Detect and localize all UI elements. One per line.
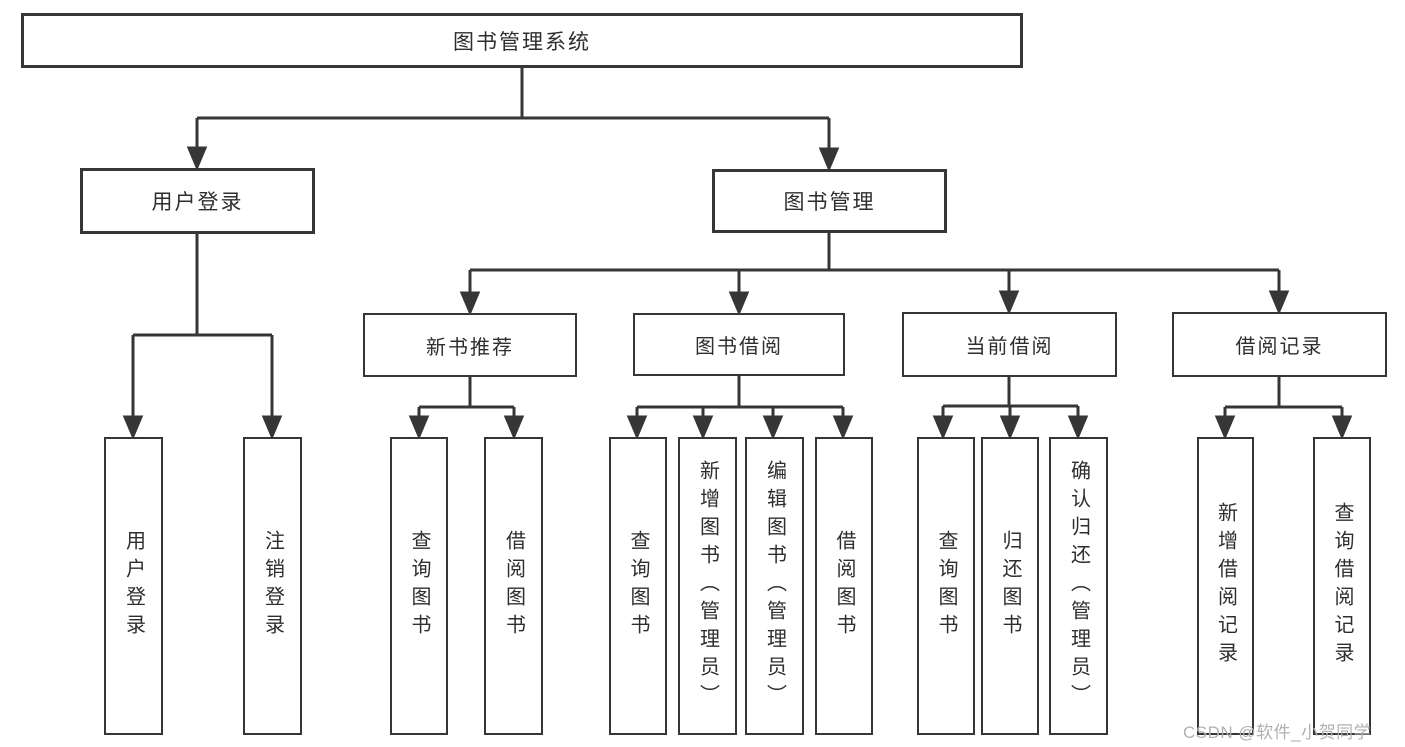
node-borrowing-records: 借阅记录 xyxy=(1172,312,1387,377)
node-current-borrowing: 当前借阅 xyxy=(902,312,1117,377)
leaf-confirm-return-admin-label: 确认归还（管理员） xyxy=(1067,460,1090,712)
node-new-book-recommend: 新书推荐 xyxy=(363,313,577,377)
leaf-borrow-books-label: 借阅图书 xyxy=(833,530,855,642)
node-user-login-label: 用户登录 xyxy=(151,191,244,214)
connector-borrowing-records-to-leaves xyxy=(1214,377,1353,440)
leaf-query-books-recommend-label: 查询图书 xyxy=(408,530,430,642)
leaf-edit-books-admin: 编辑图书（管理员） xyxy=(745,437,804,735)
leaf-query-books-recommend: 查询图书 xyxy=(390,437,448,735)
leaf-return-books-label: 归还图书 xyxy=(999,530,1021,642)
node-book-borrowing: 图书借阅 xyxy=(633,313,845,376)
leaf-edit-books-admin-label: 编辑图书（管理员） xyxy=(763,460,786,712)
connector-new-book-recommend-to-leaves xyxy=(408,377,525,440)
leaf-query-books-borrowing-label: 查询图书 xyxy=(627,530,649,642)
connector-current-borrowing-to-leaves xyxy=(932,377,1089,440)
leaf-logout: 注销登录 xyxy=(243,437,302,735)
connector-root-to-level2 xyxy=(186,68,840,172)
leaf-query-borrow-record-label: 查询借阅记录 xyxy=(1331,502,1353,670)
leaf-borrow-books-recommend-label: 借阅图书 xyxy=(502,530,525,642)
node-user-login: 用户登录 xyxy=(80,168,315,234)
node-new-book-recommend-label: 新书推荐 xyxy=(426,336,514,359)
connector-user-login-to-leaves xyxy=(122,234,283,440)
node-current-borrowing-label: 当前借阅 xyxy=(965,336,1054,358)
leaf-query-books-current-label: 查询图书 xyxy=(935,530,957,642)
leaf-return-books: 归还图书 xyxy=(981,437,1039,735)
leaf-query-books-current: 查询图书 xyxy=(917,437,975,735)
leaf-add-borrow-record: 新增借阅记录 xyxy=(1197,437,1254,735)
node-book-borrowing-label: 图书借阅 xyxy=(695,336,783,358)
node-book-management-label: 图书管理 xyxy=(783,191,876,214)
node-library-system-label: 图书管理系统 xyxy=(453,30,591,54)
leaf-borrow-books-recommend: 借阅图书 xyxy=(484,437,543,735)
connector-book-management-to-level3 xyxy=(459,233,1290,316)
leaf-user-login: 用户登录 xyxy=(104,437,163,735)
leaf-query-borrow-record: 查询借阅记录 xyxy=(1313,437,1371,735)
leaf-add-books-admin: 新增图书（管理员） xyxy=(678,437,737,735)
leaf-user-login-label: 用户登录 xyxy=(122,530,145,642)
node-book-management: 图书管理 xyxy=(712,169,947,233)
watermark: CSDN @软件_小贺同学 xyxy=(1183,723,1372,742)
leaf-add-books-admin-label: 新增图书（管理员） xyxy=(696,460,719,712)
node-library-system: 图书管理系统 xyxy=(21,13,1023,68)
connector-book-borrowing-to-leaves xyxy=(626,376,854,440)
leaf-query-books-borrowing: 查询图书 xyxy=(609,437,667,735)
leaf-add-borrow-record-label: 新增借阅记录 xyxy=(1214,502,1237,670)
node-borrowing-records-label: 借阅记录 xyxy=(1235,336,1324,358)
leaf-borrow-books: 借阅图书 xyxy=(815,437,873,735)
leaf-logout-label: 注销登录 xyxy=(261,530,284,642)
leaf-confirm-return-admin: 确认归还（管理员） xyxy=(1049,437,1108,735)
